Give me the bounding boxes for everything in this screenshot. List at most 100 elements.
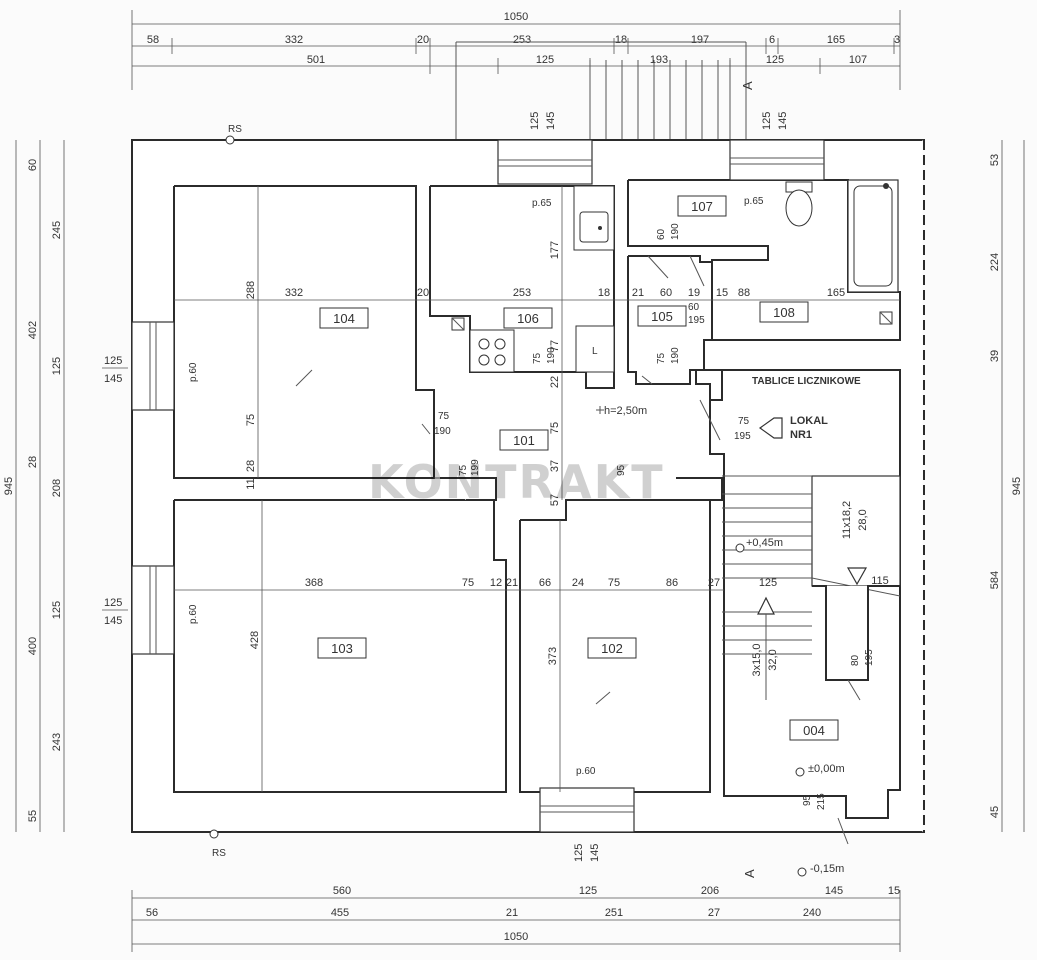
dim-top-3: 20 xyxy=(417,34,429,46)
door-dim-75-c: 75 xyxy=(532,352,543,364)
door-dim-199: 199 xyxy=(470,459,481,476)
dim-left-55: 55 xyxy=(27,810,39,822)
win-dim-125-b: 125 xyxy=(573,844,585,862)
stairs-lower-label-1: 3x15,0 xyxy=(751,643,763,676)
dim-left-60: 60 xyxy=(27,159,39,171)
meters-label: TABLICE LICZNIKOWE xyxy=(752,376,861,387)
dim-bot-125: 125 xyxy=(579,885,597,897)
door-dim-195-b: 195 xyxy=(688,315,705,326)
dim-top-8: 165 xyxy=(827,34,845,46)
dim-in-332: 332 xyxy=(285,287,303,299)
height-label: h=2,50m xyxy=(604,405,647,417)
dim-in-75-d: 75 xyxy=(608,577,620,589)
dim-in-75-c: 75 xyxy=(462,577,474,589)
dim-top-2: 332 xyxy=(285,34,303,46)
dim-in-12: 12 xyxy=(490,577,502,589)
dim-bot-560: 560 xyxy=(333,885,351,897)
door-dim-95: 95 xyxy=(802,794,813,806)
dim-top-r2-5: 107 xyxy=(849,54,867,66)
dim-top-r2-2: 125 xyxy=(536,54,554,66)
dim-in-15: 15 xyxy=(716,287,728,299)
door-dim-190-d: 190 xyxy=(670,347,681,364)
dim-in-75-a: 75 xyxy=(245,414,257,426)
dim-in-253: 253 xyxy=(513,287,531,299)
dim-in-24: 24 xyxy=(572,577,584,589)
room-107-label: 107 xyxy=(691,199,713,214)
dim-in-77: 77 xyxy=(549,340,561,352)
dim-in-115: 115 xyxy=(871,575,889,587)
dim-left-402: 402 xyxy=(27,321,39,339)
room-004-label: 004 xyxy=(803,723,825,738)
top-dimensions: 1050 58 332 20 253 18 197 6 165 3 501 12… xyxy=(131,10,901,90)
win-dim-125-t2: 125 xyxy=(761,112,773,130)
dim-in-57: 57 xyxy=(549,494,561,506)
dim-top-6: 197 xyxy=(691,34,709,46)
dim-right-224: 224 xyxy=(989,253,1001,271)
sill-p60-a: p.60 xyxy=(188,362,199,382)
dim-in-11: 11 xyxy=(245,478,257,489)
sill-p60-c: p.60 xyxy=(576,766,596,777)
dim-in-368: 368 xyxy=(305,577,323,589)
dim-left-125b: 125 xyxy=(51,601,63,619)
fixtures: L xyxy=(295,179,899,705)
right-dimensions: 53 224 39 945 584 45 xyxy=(989,140,1025,832)
room-108-label: 108 xyxy=(773,305,795,320)
left-dimensions: 945 60 245 402 125 28 208 125 400 243 55 xyxy=(3,140,65,832)
dim-in-288: 288 xyxy=(245,281,257,299)
dim-in-18: 18 xyxy=(598,287,610,299)
door-dim-75-b: 75 xyxy=(738,416,750,427)
dim-bot-total: 1050 xyxy=(504,931,528,943)
dim-bot-251: 251 xyxy=(605,907,623,919)
room-103-label: 103 xyxy=(331,641,353,656)
watermark: KONTRAKT xyxy=(368,455,665,509)
room-105-label: 105 xyxy=(651,309,673,324)
dim-top-9: 3 xyxy=(894,34,900,46)
dim-top-r2-1: 501 xyxy=(307,54,325,66)
door-dim-60: 60 xyxy=(656,228,667,240)
win-dim-125-l1: 125 xyxy=(104,355,122,367)
win-dim-145-l1: 145 xyxy=(104,373,122,385)
dim-bot-56: 56 xyxy=(146,907,158,919)
door-dim-80: 80 xyxy=(850,654,861,666)
bottom-dimensions: 560 125 206 145 15 56 455 21 251 27 240 … xyxy=(131,885,901,952)
dim-in-125: 125 xyxy=(759,577,777,589)
lokal-label-2: NR1 xyxy=(790,429,812,441)
dim-in-165: 165 xyxy=(827,287,845,299)
dim-left-total: 945 xyxy=(3,477,15,495)
dim-in-27: 27 xyxy=(708,577,720,589)
stairs-upper-label-2: 28,0 xyxy=(857,509,869,530)
dim-in-20: 20 xyxy=(417,287,429,299)
dim-in-28: 28 xyxy=(245,460,257,472)
dim-in-22: 22 xyxy=(549,376,561,388)
dim-bot-240: 240 xyxy=(803,907,821,919)
dim-in-37: 37 xyxy=(549,460,561,472)
door-dim-215: 215 xyxy=(816,793,827,810)
dim-top-7: 6 xyxy=(769,34,775,46)
stairs-upper-label-1: 11x18,2 xyxy=(841,501,853,539)
outdoor-stairs: A xyxy=(455,41,755,140)
sill-p60-b: p.60 xyxy=(188,604,199,624)
lokal-label-1: LOKAL xyxy=(790,415,828,427)
dim-bot-206: 206 xyxy=(701,885,719,897)
rs-top: RS xyxy=(228,124,242,135)
door-dim-75-e: 75 xyxy=(458,464,469,476)
dim-in-66: 66 xyxy=(539,577,551,589)
dim-left-208: 208 xyxy=(51,479,63,497)
dim-top-r2-3: 193 xyxy=(650,54,668,66)
room-101-label: 101 xyxy=(513,433,535,448)
dim-right-total: 945 xyxy=(1011,477,1023,495)
dim-right-39: 39 xyxy=(989,350,1001,362)
door-dim-75: 75 xyxy=(438,411,450,422)
dim-top-r2-4: 125 xyxy=(766,54,784,66)
dim-in-75-b: 75 xyxy=(549,422,561,434)
win-dim-145-t2: 145 xyxy=(777,112,789,130)
win-dim-125-l2: 125 xyxy=(104,597,122,609)
fixture-l-mark: L xyxy=(592,346,598,357)
level-015: -0,15m xyxy=(810,863,844,875)
dim-left-245: 245 xyxy=(51,221,63,239)
dim-bot-27: 27 xyxy=(708,907,720,919)
window-dimensions: 125 145 125 145 125 145 125 145 125 145 xyxy=(102,112,789,862)
door-dim-190: 190 xyxy=(434,426,451,437)
dim-in-21: 21 xyxy=(632,287,644,299)
